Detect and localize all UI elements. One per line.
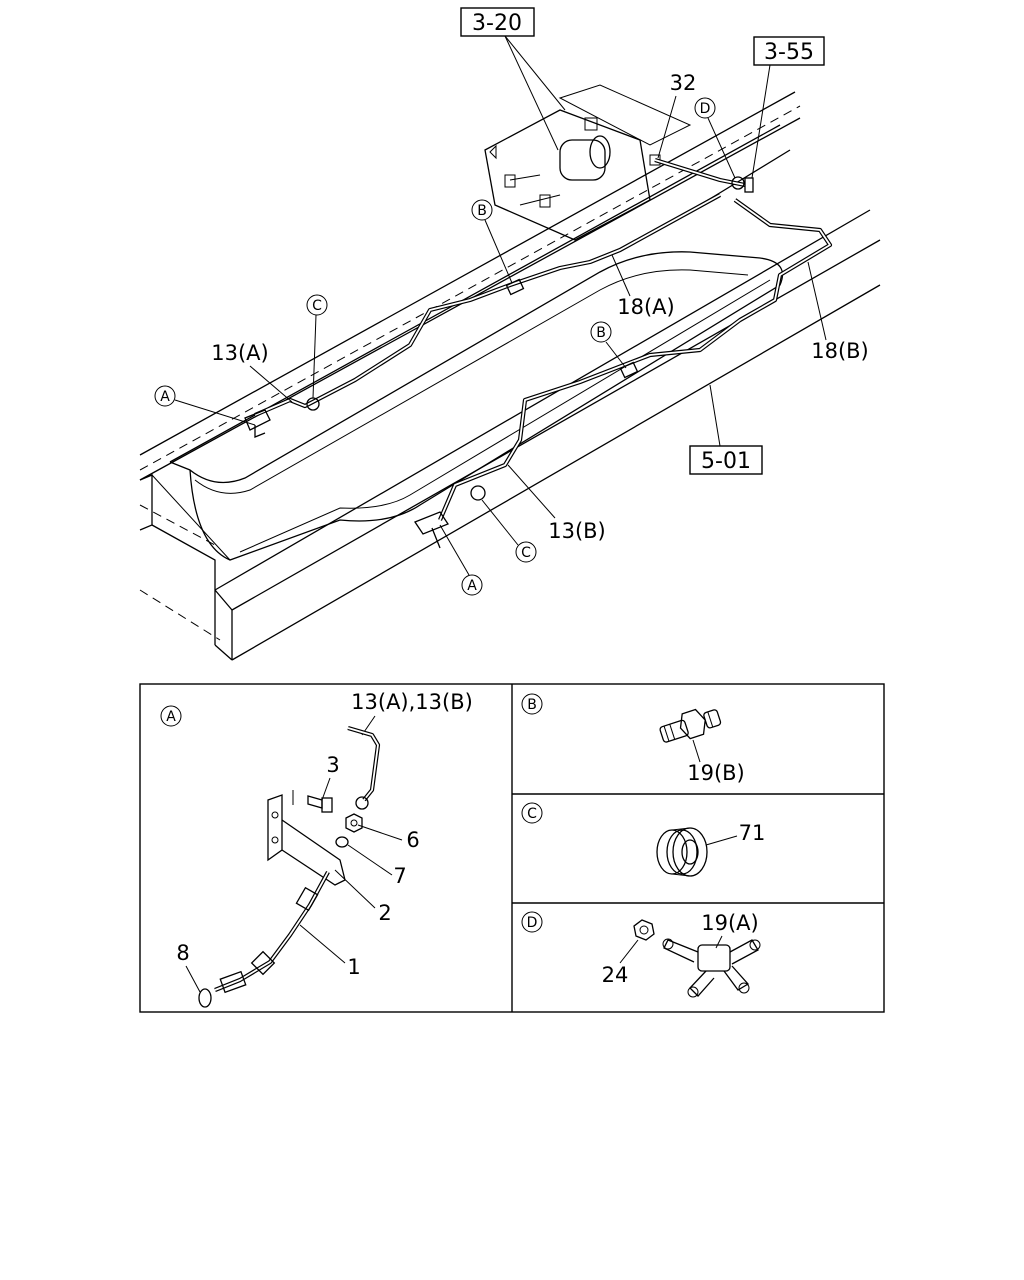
svg-text:B: B [596, 325, 606, 341]
detail-b-panel: B 19(B) [521, 693, 745, 785]
callout-b-upper: B [471, 199, 513, 284]
detail-a-label-1: 1 [347, 955, 360, 979]
valve-assembly [484, 84, 791, 241]
label-32-group: 32 [657, 71, 697, 159]
ref-5-01-label: 5-01 [701, 449, 751, 474]
pipe-fittings [244, 176, 754, 549]
detail-c-marker: C [527, 806, 537, 822]
callout-c-upper: C [306, 294, 328, 399]
detail-b-label-19b: 19(B) [687, 761, 745, 785]
detail-c-label-71: 71 [739, 821, 766, 845]
ref-3-55-label: 3-55 [764, 40, 814, 65]
label-18b-group: 18(B) [807, 261, 869, 363]
detail-panels-frame [139, 683, 885, 1013]
ref-5-01-group: 5-01 [689, 384, 763, 475]
detail-d-label-19a: 19(A) [701, 911, 758, 935]
label-13b-group: 13(B) [507, 464, 606, 543]
callout-b-lower: B [590, 321, 627, 369]
ref-3-20-label: 3-20 [472, 11, 522, 36]
detail-c-panel: C 71 [521, 802, 766, 877]
detail-a-label-pipes: 13(A),13(B) [351, 690, 473, 714]
callout-d: D [694, 97, 736, 179]
callout-c-lower: C [481, 499, 537, 563]
detail-a-label-8: 8 [176, 941, 189, 965]
ref-3-55-group: 3-55 [751, 36, 825, 179]
brake-pipes [254, 157, 833, 521]
svg-text:A: A [467, 578, 477, 594]
label-18b: 18(B) [811, 339, 869, 363]
svg-text:D: D [700, 101, 711, 117]
callout-a-upper: A [154, 385, 256, 426]
label-13a: 13(A) [211, 341, 268, 365]
detail-d-panel: D 24 19(A) [521, 911, 761, 998]
detail-d-marker: D [527, 915, 538, 931]
svg-text:C: C [312, 298, 322, 314]
detail-b-marker: B [527, 697, 537, 713]
label-18a-group: 18(A) [611, 254, 675, 319]
detail-d-label-24: 24 [602, 963, 629, 987]
label-18a: 18(A) [617, 295, 674, 319]
chassis-frame [139, 91, 881, 661]
detail-a-panel: A 13(A),13(B) 3 6 7 2 [160, 690, 473, 1008]
detail-a-marker: A [166, 709, 176, 725]
label-13a-group: 13(A) [211, 341, 293, 403]
label-32: 32 [670, 71, 697, 95]
label-13b: 13(B) [548, 519, 606, 543]
svg-text:B: B [477, 203, 487, 219]
svg-text:C: C [521, 545, 531, 561]
ref-3-20-group: 3-20 [460, 7, 566, 151]
svg-text:A: A [160, 389, 170, 405]
detail-a-label-2: 2 [378, 901, 391, 925]
detail-a-label-3: 3 [326, 753, 339, 777]
detail-a-label-6: 6 [406, 828, 419, 852]
callout-a-lower: A [439, 524, 483, 596]
detail-a-label-7: 7 [393, 864, 406, 888]
